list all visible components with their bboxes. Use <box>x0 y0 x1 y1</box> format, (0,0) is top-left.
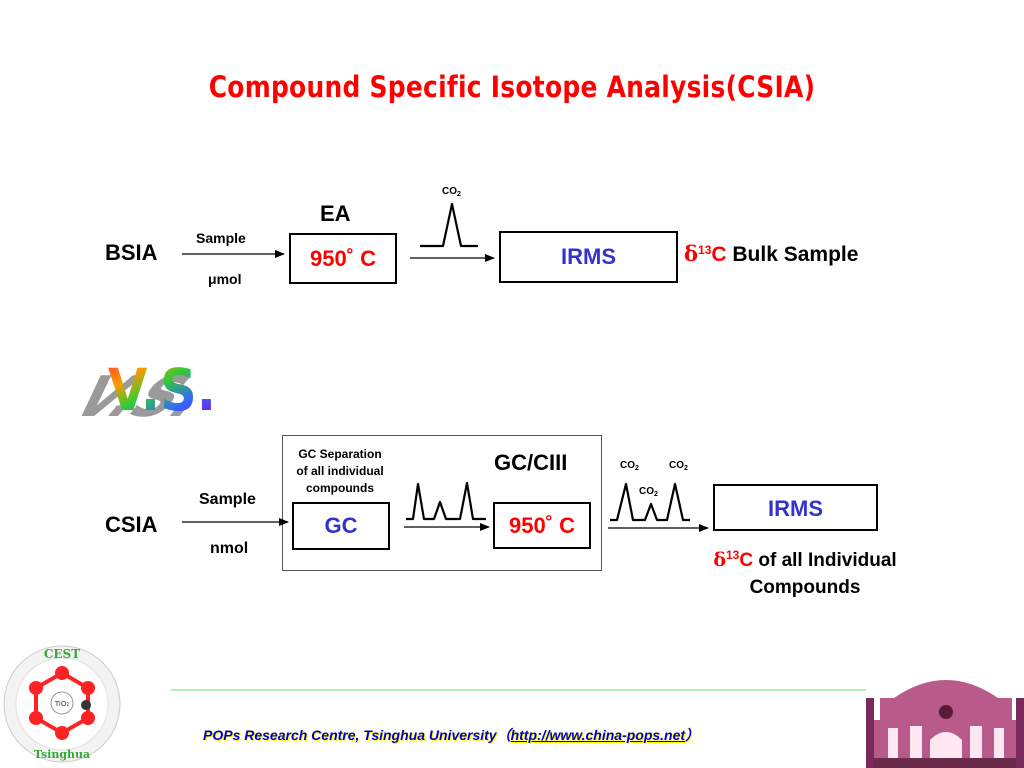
slide-title: Compound Specific Isotope Analysis(CSIA) <box>208 70 816 104</box>
gc-separation-note: GC Separation of all individual compound… <box>286 446 394 497</box>
vs-text: V.S. <box>108 356 216 424</box>
ea-furnace-box: 950˚ C <box>289 233 397 284</box>
gc-label: GC <box>324 513 358 538</box>
footer-paren-close: ） <box>685 727 700 743</box>
logo-top-text: CEST <box>44 647 80 661</box>
csia-peak-3-text: CO <box>639 486 654 497</box>
bsia-delta: δ <box>684 241 699 266</box>
bsia-result-text: Bulk Sample <box>732 243 859 266</box>
gc-c-irms-interface-frame <box>282 435 602 571</box>
csia-peak-2-text: CO <box>669 460 684 471</box>
bsia-isotope-mass: 13 <box>698 243 712 257</box>
csia-isotope-mass: 13 <box>726 548 740 562</box>
gc-note-line-1: GC Separation <box>298 447 382 461</box>
csia-furnace-box: 950˚ C <box>493 502 591 549</box>
csia-peak-2-sub: 2 <box>684 465 688 472</box>
csia-isotope-symbol: C <box>739 550 754 571</box>
ea-furnace-temp: 950˚ C <box>309 245 377 271</box>
csia-irms-box: IRMS <box>713 484 878 531</box>
csia-irms-label: IRMS <box>768 496 823 521</box>
footer-credit: POPs Research Centre, Tsinghua Universit… <box>203 725 699 745</box>
bsia-label: BSIA <box>105 240 158 265</box>
csia-peak-1-text: CO <box>620 460 635 471</box>
bsia-amount-label: μmol <box>208 271 242 287</box>
footer-url-link[interactable]: http://www.china-pops.net <box>510 727 686 743</box>
csia-peak-label-2: CO2 <box>669 460 688 472</box>
bsia-isotope-symbol: C <box>711 243 727 266</box>
bsia-irms-label: IRMS <box>561 244 616 269</box>
bsia-co2-peak <box>420 202 478 248</box>
csia-label: CSIA <box>105 512 158 537</box>
bsia-peak-label: CO2 <box>442 186 461 198</box>
csia-delta: δ <box>713 549 726 571</box>
bsia-peak-text: CO <box>442 186 457 197</box>
csia-result-text-1: of all Individual <box>758 550 897 571</box>
bsia-result: δ13C Bulk Sample <box>684 241 858 267</box>
logo-center-text: TiO₂ <box>54 700 70 708</box>
cest-logo: TiO₂ CEST Tsinghua <box>3 645 121 763</box>
gc-note-line-3: compounds <box>306 481 374 495</box>
csia-result-text-2: Compounds <box>749 577 861 598</box>
gc-box: GC <box>292 502 390 550</box>
csia-furnace-temp: 950˚ C <box>508 512 576 538</box>
csia-peak-label-3: CO2 <box>639 486 658 498</box>
footer-paren-open: （ <box>496 727 511 743</box>
bsia-sample-label: Sample <box>196 230 246 246</box>
logo-bottom-text: Tsinghua <box>34 748 90 761</box>
tsinghua-gate-image <box>866 668 1024 768</box>
vs-wordart: V.S. V.S. <box>60 356 228 430</box>
bsia-irms-box: IRMS <box>499 231 678 283</box>
footer-org: POPs Research Centre, Tsinghua Universit… <box>203 727 497 743</box>
gcciii-label: GC/CIII <box>494 450 568 475</box>
bsia-peak-sub: 2 <box>457 191 461 198</box>
csia-amount-label: nmol <box>210 540 249 557</box>
csia-result-line-1: δ13C of all Individual <box>680 542 930 574</box>
ea-label: EA <box>320 201 351 226</box>
csia-peak-1-sub: 2 <box>635 465 639 472</box>
csia-result: δ13C of all Individual Compounds <box>680 542 930 601</box>
gc-note-line-2: of all individual <box>296 464 384 478</box>
csia-peak-label-1: CO2 <box>620 460 639 472</box>
csia-sample-label: Sample <box>199 491 256 508</box>
csia-peak-3-sub: 2 <box>654 491 658 498</box>
